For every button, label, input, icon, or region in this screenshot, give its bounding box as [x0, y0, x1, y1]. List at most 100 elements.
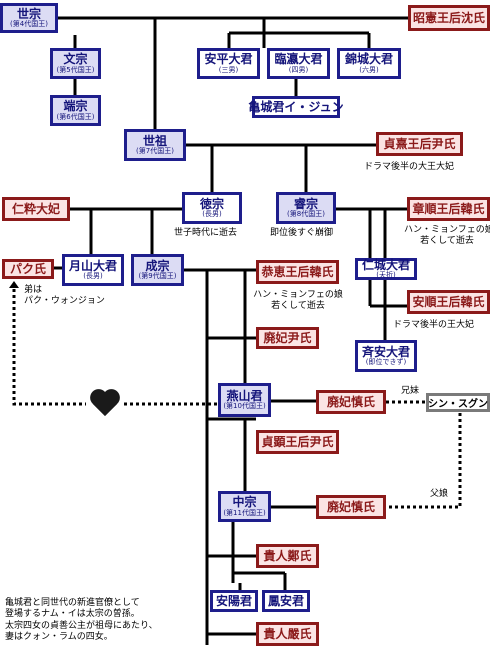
park-note-line2: パク・ウォンジョン	[24, 295, 105, 306]
jeonghui-name: 貞熹王后尹氏	[383, 136, 456, 151]
danjong-name: 端宗	[63, 99, 88, 114]
pyebi-shin2-box[interactable]: 廃妃慎氏	[316, 495, 386, 519]
danjong-sub: (第6代国王)	[56, 112, 95, 121]
gonghye-note: ハン・ミョンフェの娘 若くして逝去	[252, 290, 344, 312]
sejong-sub: (第4代国王)	[10, 20, 48, 29]
jean-name: 斉安大君	[361, 344, 410, 359]
park-note: 弟は パク・ウォンジョン	[24, 285, 105, 307]
deokjong-note: 世子時代に逝去	[174, 228, 238, 238]
seongjong-box[interactable]: 成宗 (第9代国王)	[131, 254, 184, 286]
gwiseong-box[interactable]: 亀城君イ・ジュン	[248, 96, 344, 118]
ansun-box[interactable]: 安順王后韓氏	[407, 290, 490, 314]
gwiseong-name: 亀城君イ・ジュン	[248, 99, 344, 114]
jangsun-name: 章順王后韓氏	[412, 201, 485, 216]
jeonghyeon-box[interactable]: 貞顕王后尹氏	[256, 430, 339, 454]
jangsun-note: ハン・ミョンフェの娘 若くして逝去	[404, 225, 490, 247]
footnote-line3: 太宗四女の貞善公主が祖母にあたり、	[5, 620, 158, 631]
shin-sugeun-box[interactable]: シン・スグン	[426, 393, 490, 412]
yeonsan-sub: (第10代国王)	[223, 402, 266, 411]
insu-name: 仁粋大妃	[11, 201, 60, 216]
park-box[interactable]: パク氏	[2, 259, 54, 279]
jeonghui-note: ドラマ後半の大王大妃	[364, 162, 455, 172]
footnote-line1: 亀城君と同世代の新進官僚として	[5, 598, 140, 608]
jungjong-box[interactable]: 中宗 (第11代国王)	[218, 491, 271, 522]
danjong-box[interactable]: 端宗 (第6代国王)	[50, 95, 101, 126]
sejong-box[interactable]: 世宗 (第4代国王)	[0, 3, 58, 33]
deokjong-box[interactable]: 徳宗 (長男)	[182, 192, 242, 224]
anpyeong-box[interactable]: 安平大君 (三男)	[197, 48, 260, 79]
anpyeong-name: 安平大君	[204, 52, 253, 67]
footnote-line4: 妻はクォン・ラムの四女。	[5, 631, 113, 642]
eom-name: 貴人嚴氏	[263, 626, 312, 641]
deokjong-sub: (長男)	[202, 210, 222, 219]
munjong-box[interactable]: 文宗 (第5代国王)	[50, 48, 101, 79]
park-name: パク氏	[9, 261, 46, 276]
geumseong-sub: (六男)	[359, 65, 379, 74]
jeonghyeon-name: 貞顕王后尹氏	[261, 434, 334, 449]
wolsan-name: 月山大君	[68, 258, 117, 273]
jungjong-sub: (第11代国王)	[223, 508, 266, 517]
deokjong-name: 徳宗	[199, 196, 224, 211]
wolsan-box[interactable]: 月山大君 (長男)	[62, 254, 124, 286]
jangsun-note-line2: 若くして逝去	[420, 235, 474, 246]
seongjong-sub: (第9代国王)	[138, 272, 177, 281]
gonghye-note-line2: 若くして逝去	[271, 300, 325, 311]
bongan-name: 鳳安君	[267, 593, 304, 608]
shin-sugeun-name: シン・スグン	[428, 399, 488, 410]
anyang-box[interactable]: 安陽君	[210, 590, 258, 612]
sejo-sub: (第7代国王)	[136, 147, 174, 156]
imyeong-name: 臨瀛大君	[274, 52, 323, 67]
insu-box[interactable]: 仁粋大妃	[2, 197, 70, 221]
jangsun-box[interactable]: 章順王后韓氏	[407, 197, 490, 221]
inseong-sub: (夭折)	[376, 271, 396, 280]
footnote: 亀城君と同世代の新進官僚として 登場するナム・イは太宗の曽孫。 太宗四女の貞善公…	[5, 598, 158, 643]
jeonghui-box[interactable]: 貞熹王后尹氏	[376, 132, 463, 156]
jean-box[interactable]: 斉安大君 (即位できず)	[355, 340, 417, 372]
imyeong-box[interactable]: 臨瀛大君 (四男)	[267, 48, 330, 79]
soheon-name: 昭憲王后沈氏	[412, 10, 485, 25]
footnote-line2: 登場するナム・イは太宗の曽孫。	[5, 609, 140, 620]
anyang-name: 安陽君	[215, 593, 252, 608]
father-daughter-note: 父娘	[430, 489, 449, 499]
sejo-name: 世祖	[142, 133, 167, 148]
yejong-name: 睿宗	[293, 196, 318, 211]
munjong-name: 文宗	[63, 52, 88, 67]
pyebi-shin1-box[interactable]: 廃妃慎氏	[316, 390, 386, 414]
bongan-box[interactable]: 鳳安君	[262, 590, 310, 612]
jangsun-note-line1: ハン・ミョンフェの娘	[404, 225, 490, 235]
anpyeong-sub: (三男)	[218, 65, 239, 74]
park-note-line1: 弟は	[24, 285, 43, 295]
gonghye-box[interactable]: 恭恵王后韓氏	[256, 260, 339, 284]
gonghye-name: 恭恵王后韓氏	[261, 264, 334, 279]
jungjong-name: 中宗	[232, 495, 257, 510]
munjong-sub: (第5代国王)	[56, 65, 95, 74]
eom-box[interactable]: 貴人嚴氏	[256, 622, 319, 646]
sejong-name: 世宗	[16, 6, 41, 21]
yeonsan-box[interactable]: 燕山君 (第10代国王)	[218, 383, 271, 417]
jean-sub: (即位できず)	[365, 358, 407, 367]
geumseong-name: 錦城大君	[344, 52, 393, 67]
pyebi-shin2-name: 廃妃慎氏	[326, 499, 375, 514]
siblings-note: 兄妹	[401, 386, 420, 396]
yejong-sub: (第8代国王)	[287, 210, 325, 219]
jeong-box[interactable]: 貴人鄭氏	[256, 544, 319, 568]
heart-icon	[88, 388, 122, 418]
seongjong-name: 成宗	[145, 258, 170, 273]
wolsan-sub: (長男)	[83, 272, 103, 281]
pyebi-yun-name: 廃妃尹氏	[263, 330, 312, 345]
geumseong-box[interactable]: 錦城大君 (六男)	[337, 48, 401, 79]
jeong-name: 貴人鄭氏	[263, 548, 312, 563]
gonghye-note-line1: ハン・ミョンフェの娘	[253, 290, 343, 300]
imyeong-sub: (四男)	[288, 65, 309, 74]
ansun-name: 安順王后韓氏	[412, 294, 485, 309]
yejong-note: 即位後すぐ崩御	[270, 228, 334, 238]
sejo-box[interactable]: 世祖 (第7代国王)	[124, 129, 186, 161]
pyebi-shin1-name: 廃妃慎氏	[326, 394, 375, 409]
yejong-box[interactable]: 睿宗 (第8代国王)	[276, 192, 336, 224]
inseong-name: 仁城大君	[361, 257, 410, 272]
soheon-box[interactable]: 昭憲王后沈氏	[408, 5, 490, 31]
inseong-box[interactable]: 仁城大君 (夭折)	[355, 258, 417, 280]
yeonsan-name: 燕山君	[226, 388, 263, 403]
pyebi-yun-box[interactable]: 廃妃尹氏	[256, 327, 319, 349]
